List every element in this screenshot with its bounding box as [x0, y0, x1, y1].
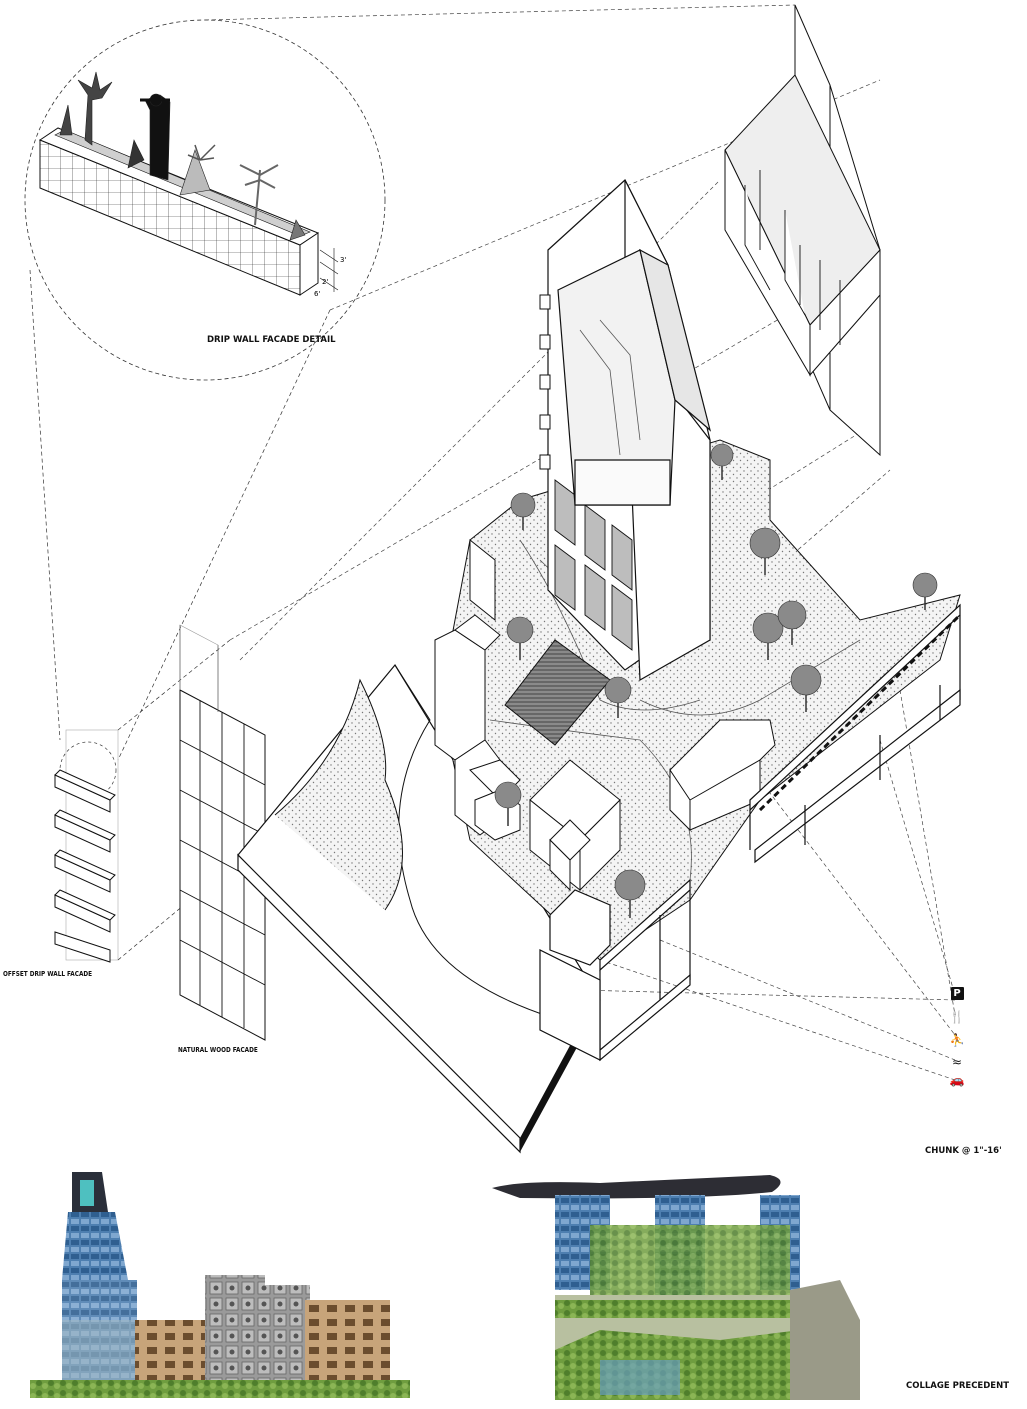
central-low-block	[529, 759, 621, 892]
exploded-floor-plate	[724, 4, 881, 457]
tree	[614, 869, 646, 918]
playground-icon: ⛹	[949, 1033, 965, 1047]
natural-wood-facade-label: NATURAL WOOD FACADE	[178, 1046, 258, 1054]
pool-icon: ≈	[950, 1055, 964, 1069]
dim-2ft: 2'	[322, 278, 328, 286]
site-trees	[494, 443, 938, 918]
drip-wall-facade-detail-label: DRIP WALL FACADE DETAIL	[207, 335, 336, 345]
lower-slab-wing	[539, 878, 691, 1062]
tree	[790, 664, 822, 712]
tree	[604, 676, 632, 718]
collage-left	[30, 1172, 410, 1398]
planter-box	[38, 127, 320, 296]
tree	[749, 527, 781, 575]
offset-drip-wall-facade	[54, 729, 119, 963]
taxi-glyph: 🚗	[949, 1073, 965, 1087]
projection-lines	[204, 4, 956, 1081]
right-pergola-wing	[749, 603, 962, 864]
natural-wood-facade	[117, 624, 266, 1041]
offset-drip-wall-facade-label: OFFSET DRIP WALL FACADE	[3, 970, 93, 978]
tree	[752, 612, 784, 660]
collage-precedent-label: COLLAGE PRECEDENT	[906, 1381, 1010, 1391]
planter-vegetation	[59, 71, 306, 241]
playground-glyph: ⛹	[949, 1033, 965, 1047]
dim-6in: 6'	[314, 290, 320, 298]
parking-icon: P	[950, 986, 964, 1000]
dimension-lines	[319, 248, 339, 292]
tower	[539, 179, 712, 682]
pool-glyph: ≈	[951, 1055, 963, 1069]
chunk-scale-label: CHUNK @ 1"-16'	[925, 1146, 1002, 1156]
collage-right	[492, 1175, 860, 1400]
right-pavilion	[669, 719, 776, 832]
tree	[912, 572, 938, 610]
restaurant-glyph: 🍴	[949, 1010, 965, 1024]
parking-letter: P	[950, 986, 964, 1000]
tree	[494, 781, 522, 826]
tree	[506, 616, 534, 660]
tree	[510, 492, 536, 530]
tree	[710, 443, 734, 480]
taxi-icon: 🚗	[949, 1073, 965, 1087]
dim-3ft: 3'	[340, 256, 346, 264]
drip-wall-detail-callout: 3' 2' 6'	[24, 19, 386, 761]
tree	[777, 600, 807, 645]
restaurant-icon: 🍴	[949, 1010, 965, 1024]
